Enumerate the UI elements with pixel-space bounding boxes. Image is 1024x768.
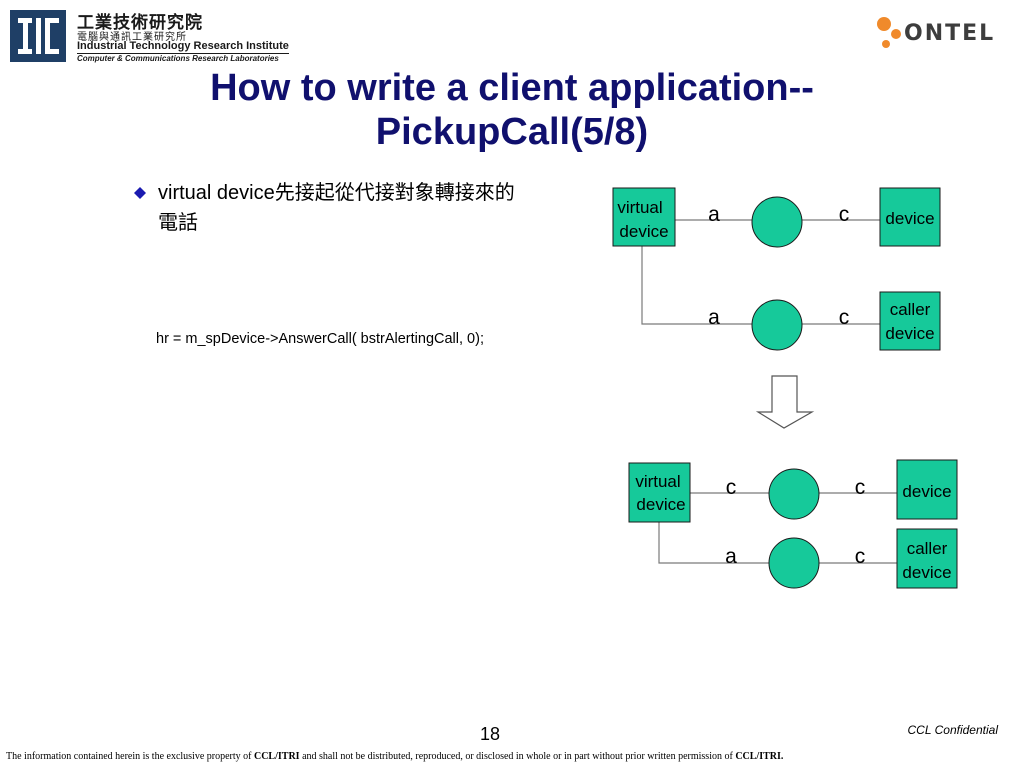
diagram-bottom-group: virtual device c c device a c caller dev… bbox=[628, 459, 958, 589]
bottom-call-circle-2 bbox=[768, 537, 820, 589]
bullet-text: virtual device先接起從代接對象轉接來的電話 bbox=[158, 178, 518, 237]
top-device-box bbox=[879, 187, 941, 247]
title-line-1: How to write a client application-- bbox=[210, 67, 814, 109]
diagram-top-group: virtual device a c device a c caller dev… bbox=[612, 187, 941, 351]
disclaimer-bold-1: CCL/ITRI bbox=[253, 751, 300, 762]
bottom-row1-right-state: c bbox=[855, 476, 866, 499]
call-diagram: virtual device a c device a c caller dev… bbox=[612, 187, 958, 589]
bottom-call-circle-1 bbox=[768, 468, 820, 520]
ontel-dots-icon bbox=[877, 17, 901, 48]
top-virtual-line2: device bbox=[619, 222, 668, 241]
top-caller-line2: device bbox=[885, 324, 934, 343]
disclaimer: The information contained herein is the … bbox=[6, 751, 1018, 762]
top-row2-left-state: a bbox=[708, 306, 720, 329]
top-caller-line1: caller bbox=[890, 300, 931, 319]
top-row1-right-state: c bbox=[839, 203, 850, 226]
disclaimer-text-1: The information contained herein is the … bbox=[6, 751, 254, 762]
top-call-circle-2 bbox=[751, 299, 803, 351]
itri-logo-icon bbox=[10, 10, 66, 62]
top-device-label: device bbox=[885, 209, 934, 228]
bottom-caller-line1: caller bbox=[907, 539, 948, 558]
top-row2-right-state: c bbox=[839, 306, 850, 329]
disclaimer-text-2: and shall not be distributed, reproduced… bbox=[299, 751, 736, 762]
itri-division-cn: 電腦與通訊工業研究所 bbox=[77, 32, 187, 43]
title-line-2: PickupCall(5/8) bbox=[375, 111, 649, 153]
top-call-circle-1 bbox=[751, 196, 803, 248]
itri-division-en: Computer & Communications Research Labor… bbox=[77, 54, 279, 63]
top-virtual-device-box bbox=[612, 187, 676, 247]
disclaimer-bold-2: CCL/ITRI. bbox=[735, 751, 784, 762]
bottom-caller-line2: device bbox=[902, 563, 951, 582]
bullet-text-en: virtual device bbox=[158, 182, 275, 204]
itri-name-cn: 工業技術研究院 bbox=[77, 13, 203, 32]
confidential-label: CCL Confidential bbox=[907, 723, 999, 737]
bottom-row2-left-state: a bbox=[725, 545, 737, 568]
bottom-virtual-device-box bbox=[628, 462, 691, 523]
top-virtual-line1: virtual bbox=[617, 198, 662, 217]
slide-title: How to write a client application-- Pick… bbox=[100, 66, 924, 154]
itri-name-en: Industrial Technology Research Institute bbox=[77, 40, 289, 54]
code-line: hr = m_spDevice->AnswerCall( bstrAlertin… bbox=[156, 331, 484, 347]
diamond-bullet-icon bbox=[134, 187, 146, 199]
ontel-wordmark: ONTEL bbox=[904, 21, 996, 46]
bullet-text-cn: 先接起從代接對象轉接來的電話 bbox=[158, 180, 515, 234]
down-arrow-icon bbox=[755, 375, 815, 429]
top-row1-left-state: a bbox=[708, 203, 720, 226]
bottom-device-box bbox=[896, 459, 958, 520]
bottom-virtual-line1: virtual bbox=[635, 472, 680, 491]
page-number: 18 bbox=[479, 724, 501, 744]
bottom-virtual-line2: device bbox=[636, 495, 685, 514]
top-caller-device-box bbox=[879, 291, 941, 351]
bottom-caller-device-box bbox=[896, 528, 958, 589]
bottom-row2-right-state: c bbox=[855, 545, 866, 568]
bottom-row1-left-state: c bbox=[726, 476, 737, 499]
bottom-device-label: device bbox=[902, 482, 951, 501]
